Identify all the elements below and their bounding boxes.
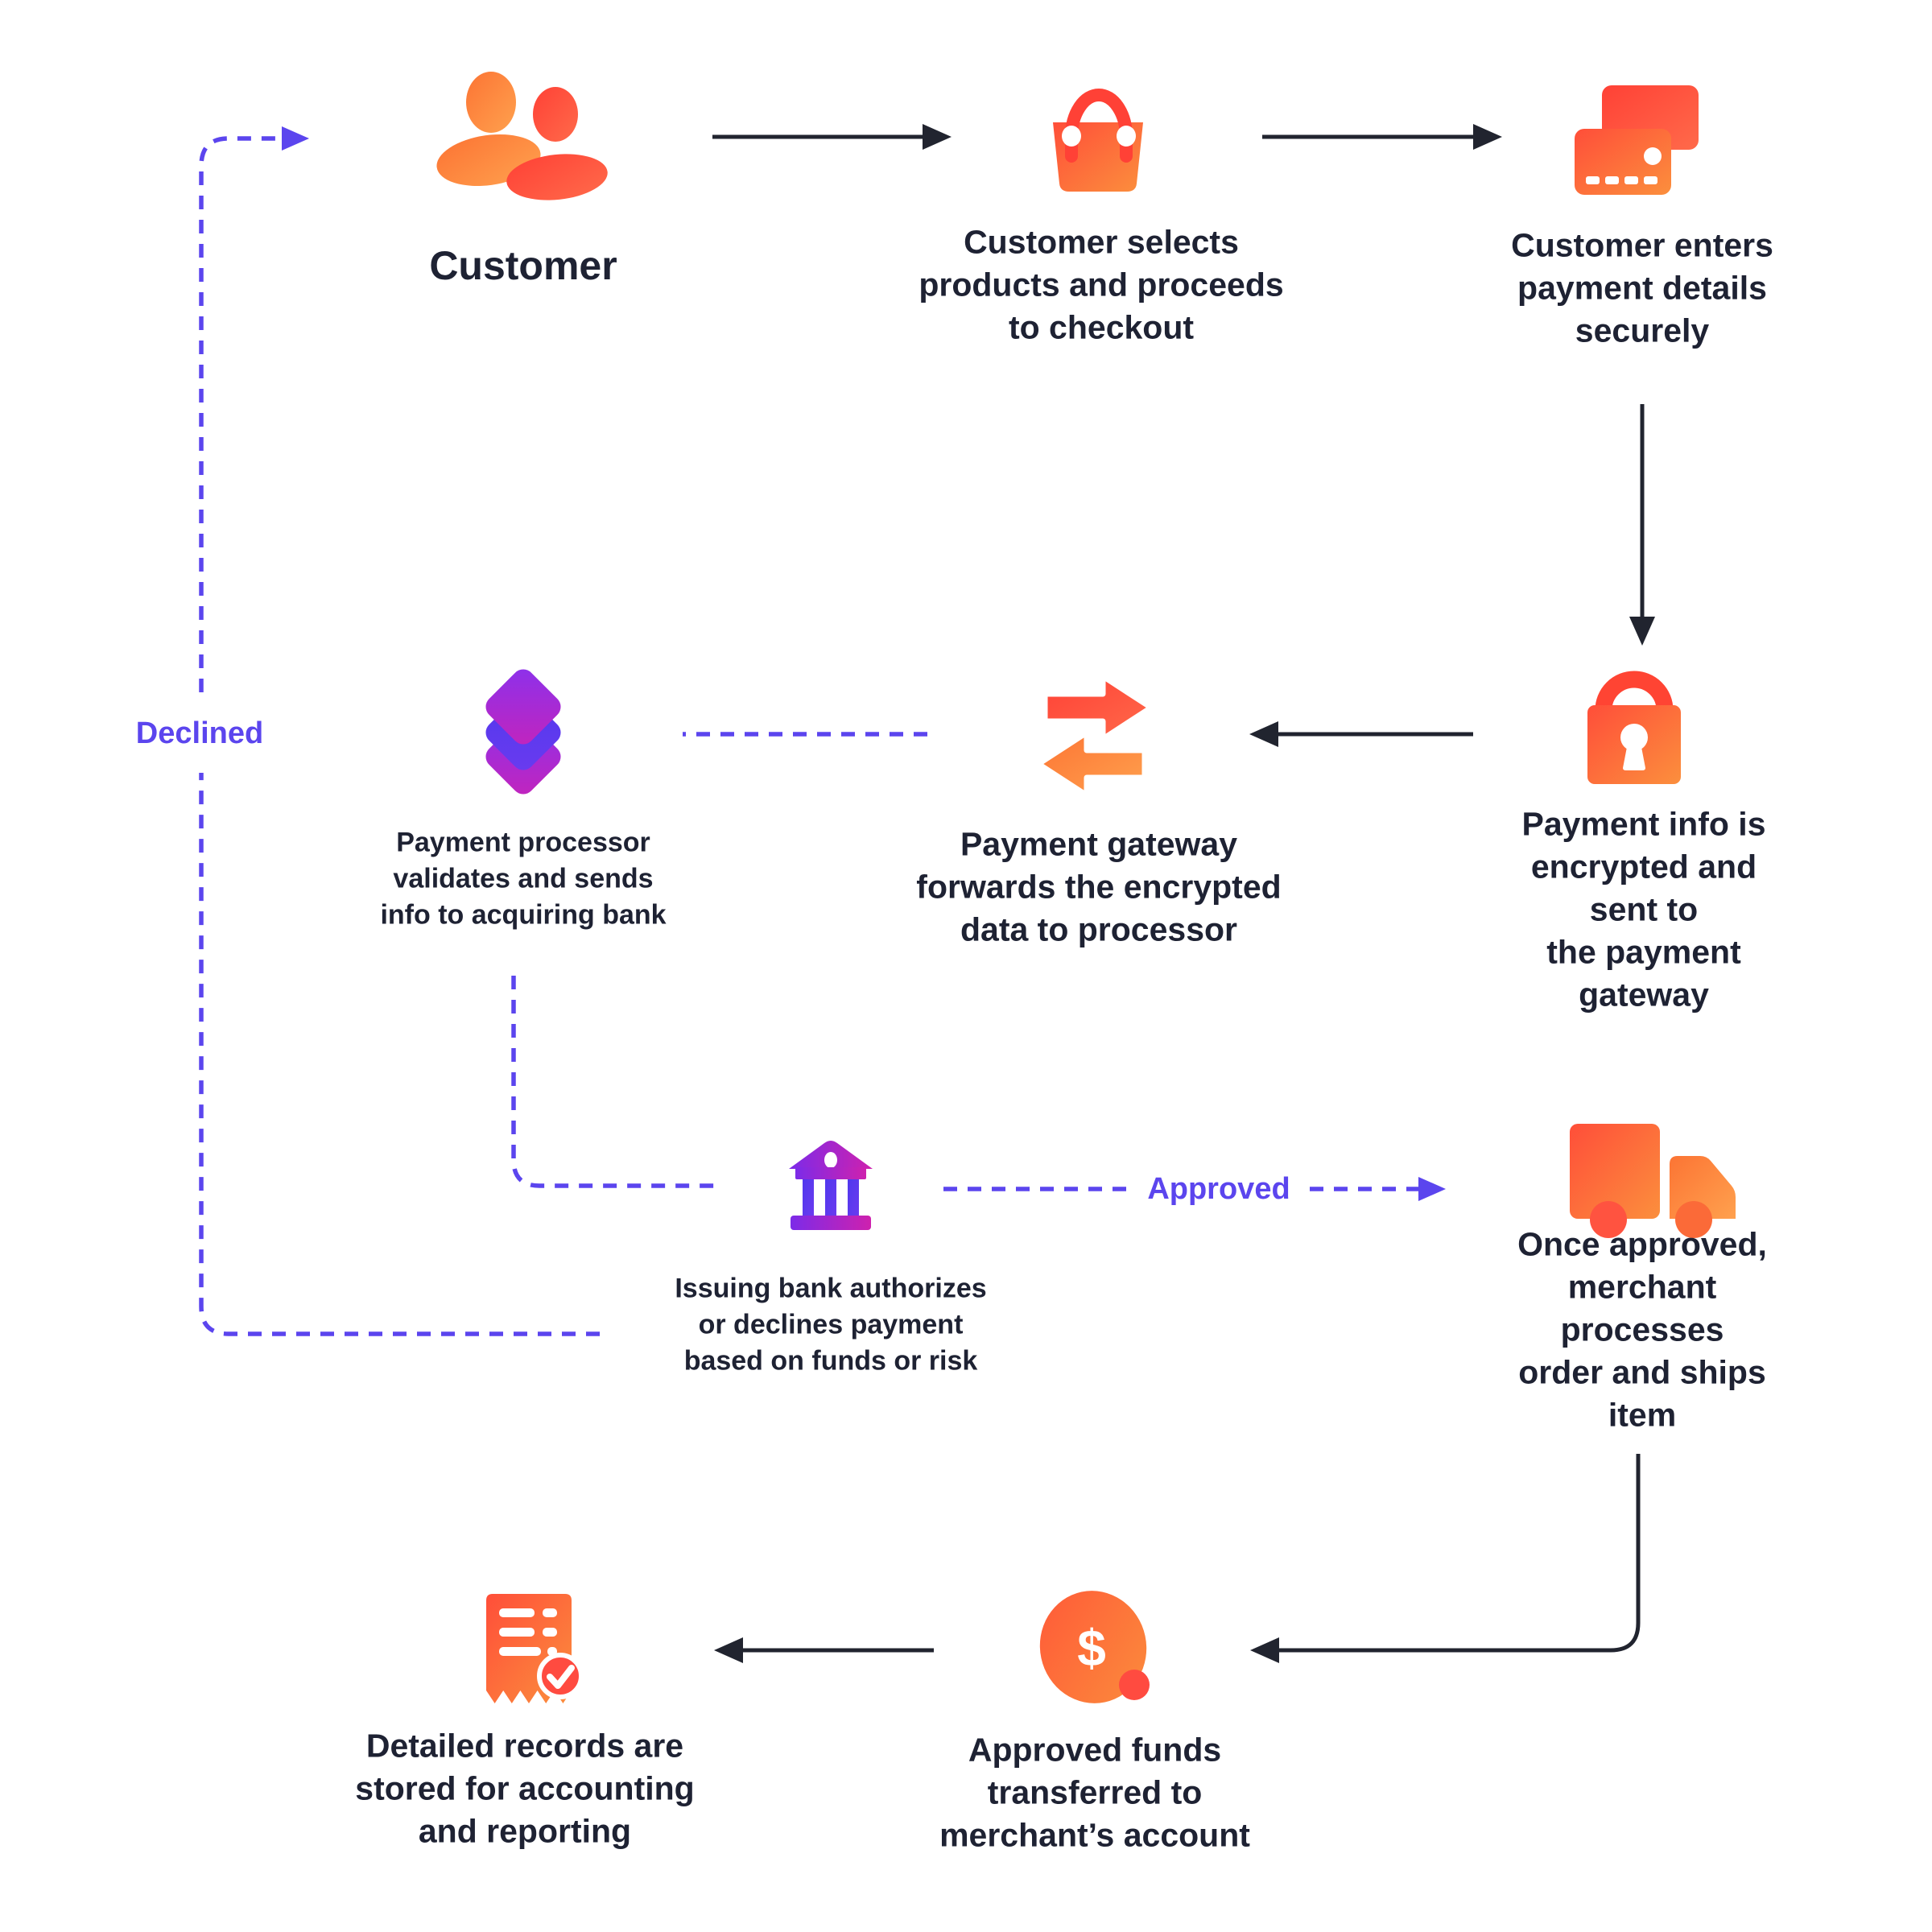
lock-icon [1587, 671, 1681, 784]
approved-edge-label: Approved [1141, 1171, 1297, 1207]
solid-connectors [712, 134, 1645, 1653]
dollar-coin-icon [1039, 1591, 1150, 1703]
gateway-label: Payment gateway forwards the encrypted d… [916, 825, 1282, 948]
dashed-connectors [199, 136, 1420, 1336]
issuing-bank-label: Issuing bank authorizes or declines paym… [675, 1273, 987, 1377]
records-label: Detailed records are stored for accounti… [355, 1727, 695, 1850]
funds-label: Approved funds transferred to merchant’s… [939, 1731, 1250, 1854]
people-icon [436, 72, 608, 200]
approved-arrowhead [1418, 1177, 1446, 1201]
arrow-shipping-to-funds [1276, 1454, 1641, 1653]
receipt-icon [486, 1594, 584, 1703]
arrowhead-right-1 [923, 124, 952, 150]
dollar-symbol: $ [1077, 1619, 1106, 1677]
arrowhead-left-2 [1250, 1637, 1279, 1663]
arrowhead-down [1629, 617, 1655, 646]
credit-cards-icon [1575, 85, 1699, 195]
delivery-truck-icon [1570, 1124, 1736, 1238]
arrowhead-left-1 [1249, 721, 1278, 747]
arrowhead-left-3 [714, 1637, 743, 1663]
processor-label: Payment processor validates and sends in… [380, 827, 667, 931]
shopping-bag-icon [1053, 89, 1143, 192]
payment-details-label: Customer enters payment details securely [1511, 226, 1773, 349]
shipping-label: Once approved, merchant processes order … [1517, 1225, 1767, 1434]
declined-arrowhead [282, 126, 309, 151]
transfer-arrows-icon [1035, 673, 1154, 799]
solid-arrowheads [714, 124, 1655, 1663]
declined-edge-label: Declined [129, 716, 270, 751]
bank-icon [789, 1141, 873, 1230]
encryption-label: Payment info is encrypted and sent to th… [1521, 805, 1766, 1013]
dashed-declined-bottom [199, 773, 600, 1336]
arrowhead-right-2 [1473, 124, 1502, 150]
dashed-declined-top [199, 136, 283, 692]
checkout-label: Customer selects products and proceeds t… [919, 223, 1284, 346]
dashed-processor-to-bank [511, 976, 719, 1188]
dashed-arrowheads [282, 126, 1446, 1201]
layers-icon [485, 669, 561, 795]
customer-label: Customer [429, 243, 617, 288]
